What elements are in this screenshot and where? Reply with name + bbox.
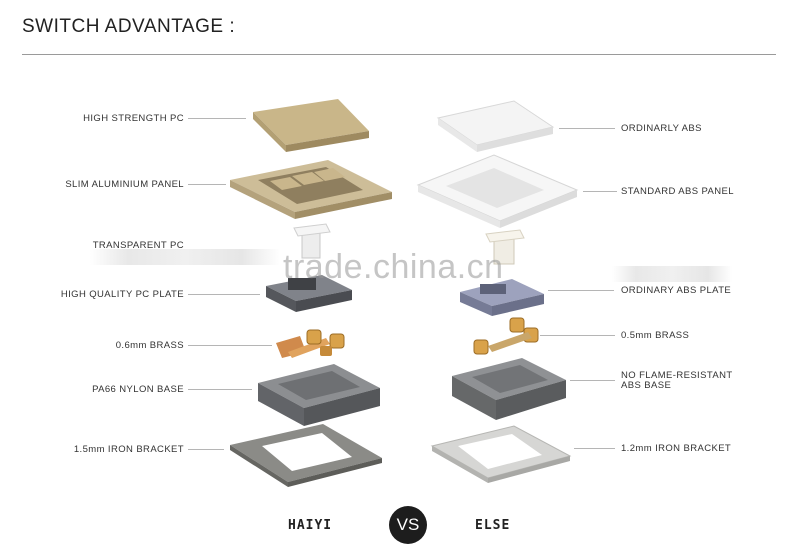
label-transparent-pc: TRANSPARENT PC xyxy=(92,240,184,251)
watermark-text: trade.china.cn xyxy=(283,248,504,286)
right-abs-frame xyxy=(416,154,579,228)
leader-line xyxy=(188,294,260,295)
label-right-iron-bracket: 1.2mm IRON BRACKET xyxy=(621,443,732,454)
brand-haiyi: HAIYI xyxy=(288,518,333,533)
leader-line xyxy=(540,335,615,336)
watermark-band-right xyxy=(612,266,732,282)
label-pa66-nylon-base: PA66 NYLON BASE xyxy=(92,384,184,395)
label-slim-aluminium-panel: SLIM ALUMINIUM PANEL xyxy=(65,179,184,190)
label-right-brass: 0.5mm BRASS xyxy=(621,330,690,341)
leader-line xyxy=(559,128,615,129)
left-aluminium-frame xyxy=(230,160,392,219)
watermark-band-left xyxy=(90,249,280,265)
label-high-strength-pc: HIGH STRENGTH PC xyxy=(83,113,184,124)
leader-line xyxy=(574,448,615,449)
left-brass-contacts xyxy=(276,329,345,358)
left-gold-rocker xyxy=(253,99,369,152)
label-left-brass: 0.6mm BRASS xyxy=(115,340,184,351)
right-iron-bracket xyxy=(430,425,572,483)
right-transparent-piece xyxy=(485,229,525,265)
label-standard-abs-panel: STANDARD ABS PANEL xyxy=(621,186,734,197)
label-high-quality-pc-plate: HIGH QUALITY PC PLATE xyxy=(60,289,184,300)
right-abs-base xyxy=(452,358,566,420)
right-abs-plate xyxy=(460,279,544,316)
leader-line xyxy=(570,380,615,381)
leader-line xyxy=(188,345,272,346)
leader-line xyxy=(188,389,252,390)
label-left-iron-bracket: 1.5mm IRON BRACKET xyxy=(73,444,184,455)
page-title: SWITCH ADVANTAGE : xyxy=(22,16,236,37)
label-abs-base: ABS BASE xyxy=(621,380,672,391)
leader-line xyxy=(188,449,224,450)
label-ordinary-abs-plate: ORDINARY ABS PLATE xyxy=(621,285,732,296)
title-divider xyxy=(22,54,776,55)
leader-line xyxy=(548,290,614,291)
left-pc-plate xyxy=(266,275,352,312)
label-no-flame-resistant: NO FLAME-RESISTANT xyxy=(621,370,733,381)
brand-else: ELSE xyxy=(475,518,511,533)
left-nylon-base xyxy=(258,364,380,426)
right-white-rocker xyxy=(436,100,555,152)
left-iron-bracket xyxy=(230,424,382,487)
label-ordinarly-abs: ORDINARLY ABS xyxy=(621,123,702,134)
right-brass-contacts xyxy=(473,317,539,355)
leader-line xyxy=(188,184,226,185)
leader-line xyxy=(188,118,246,119)
leader-line xyxy=(583,191,617,192)
vs-badge: VS xyxy=(389,506,427,544)
left-transparent-piece xyxy=(293,223,331,259)
